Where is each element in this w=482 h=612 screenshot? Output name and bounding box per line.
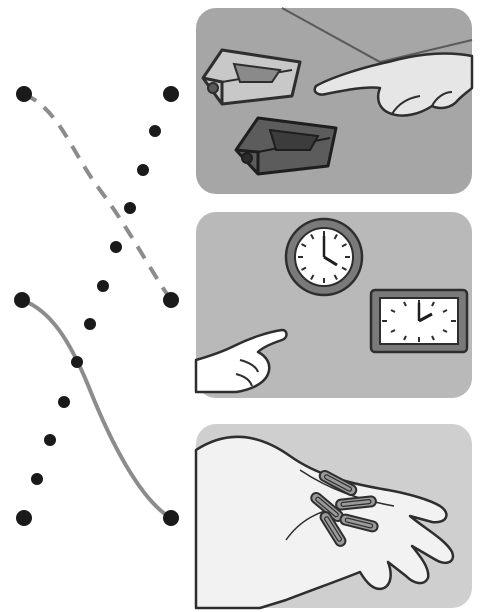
dot[interactable]	[110, 241, 122, 253]
dot[interactable]	[16, 510, 32, 526]
solid-connector-line	[22, 300, 171, 518]
sharpener-panel	[196, 8, 472, 194]
dot[interactable]	[16, 86, 32, 102]
dot[interactable]	[137, 164, 149, 176]
dot-group	[14, 86, 179, 526]
dot[interactable]	[58, 396, 70, 408]
dark-sharpener-icon	[236, 118, 336, 174]
dot[interactable]	[31, 473, 43, 485]
dot[interactable]	[14, 292, 30, 308]
paperclip-panel	[196, 424, 472, 608]
dot[interactable]	[84, 318, 96, 330]
clock-panel	[196, 212, 472, 398]
dot[interactable]	[149, 125, 161, 137]
rectangular-clock-icon	[371, 290, 467, 352]
dot[interactable]	[163, 86, 179, 102]
dot[interactable]	[163, 292, 179, 308]
dot[interactable]	[163, 510, 179, 526]
dot[interactable]	[44, 434, 56, 446]
round-clock-icon	[286, 219, 362, 295]
dot[interactable]	[97, 280, 109, 292]
dashed-connector-line	[24, 94, 171, 300]
dot[interactable]	[124, 202, 136, 214]
dot[interactable]	[71, 356, 83, 368]
